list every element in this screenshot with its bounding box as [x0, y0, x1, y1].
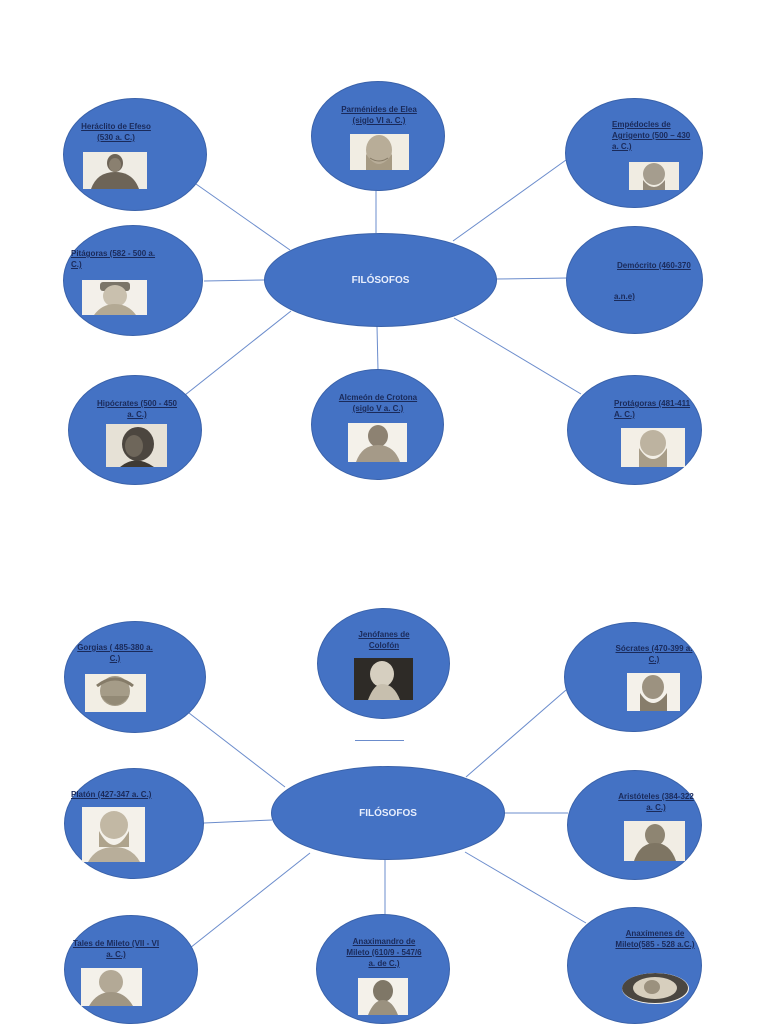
center-label: FILÓSOFOS [359, 807, 417, 819]
node-aristoteles: Aristóteles (384-322 a. C.) [567, 770, 702, 880]
node-anaximenes: Anaxímenes de Mileto(585 - 528 a.C.) [567, 907, 702, 1024]
portrait-image [350, 134, 409, 170]
node-label: Tales de Mileto (VII - VI a. C.) [72, 939, 160, 959]
center-node: FILÓSOFOS [271, 766, 505, 860]
node-label: Empédocles de Agrigento (500 – 430 a. C.… [612, 120, 691, 151]
portrait-image [81, 968, 142, 1006]
node-platon: Platón (427-347 a. C.) [64, 768, 204, 879]
node-anaximandro: Anaximandro de Mileto (610/9 - 547/6 a. … [316, 914, 450, 1024]
node-jenofanes: Jenófanes de Colofón [317, 608, 450, 719]
divider-line [355, 740, 404, 741]
portrait-image [627, 673, 680, 711]
portrait-image [348, 423, 407, 462]
portrait-image [358, 978, 408, 1015]
portrait-image [85, 674, 146, 712]
node-label-2: a.n.e) [614, 292, 635, 301]
node-label: Aristóteles (384-322 a. C.) [618, 792, 694, 812]
node-protagoras: Protágoras (481-411 A. C.) [567, 375, 702, 485]
portrait-image [82, 807, 145, 862]
portrait-image [82, 280, 147, 315]
portrait-image [624, 821, 685, 861]
node-label: Pitágoras (582 - 500 a. C.) [71, 249, 156, 269]
node-label: Sócrates (470-399 a. C.) [615, 644, 693, 664]
node-tales: Tales de Mileto (VII - VI a. C.) [64, 915, 198, 1024]
portrait-image [83, 152, 147, 189]
node-heraclito: Heráclito de Efeso (530 a. C.) [63, 98, 207, 211]
portrait-image [622, 973, 689, 1004]
portrait-image [629, 162, 679, 190]
node-label: Hipócrates (500 - 450 a. C.) [96, 399, 178, 419]
node-socrates: Sócrates (470-399 a. C.) [564, 622, 702, 732]
node-gorgias: Gorgias ( 485-380 a. C.) [64, 621, 206, 733]
node-label: Gorgias ( 485-380 a. C.) [77, 643, 153, 663]
node-label: Jenófanes de Colofón [358, 630, 410, 650]
node-democrito: Demócrito (460-370 a.n.e) [566, 226, 703, 334]
node-empedocles: Empédocles de Agrigento (500 – 430 a. C.… [565, 98, 703, 208]
node-alcmeon: Alcmeón de Crotona (siglo V a. C.) [311, 369, 444, 480]
node-label: Platón (427-347 a. C.) [71, 790, 152, 799]
center-node: FILÓSOFOS [264, 233, 497, 327]
portrait-image [106, 424, 167, 467]
node-parmenides: Parménides de Elea (siglo VI a. C.) [311, 81, 445, 191]
node-pitagoras: Pitágoras (582 - 500 a. C.) [63, 225, 203, 336]
node-label: Protágoras (481-411 A. C.) [614, 399, 691, 419]
node-label: Alcmeón de Crotona (siglo V a. C.) [338, 393, 418, 413]
portrait-image [621, 428, 685, 467]
center-label: FILÓSOFOS [351, 274, 410, 286]
node-hipocrates: Hipócrates (500 - 450 a. C.) [68, 375, 202, 485]
node-label: Heráclito de Efeso (530 a. C.) [81, 122, 151, 142]
node-label: Demócrito (460-370 [617, 261, 691, 270]
node-label: Parménides de Elea (siglo VI a. C.) [341, 105, 417, 125]
portrait-image [354, 658, 413, 700]
node-label: Anaxímenes de Mileto(585 - 528 a.C.) [615, 929, 695, 949]
node-label: Anaximandro de Mileto (610/9 - 547/6 a. … [346, 937, 422, 968]
